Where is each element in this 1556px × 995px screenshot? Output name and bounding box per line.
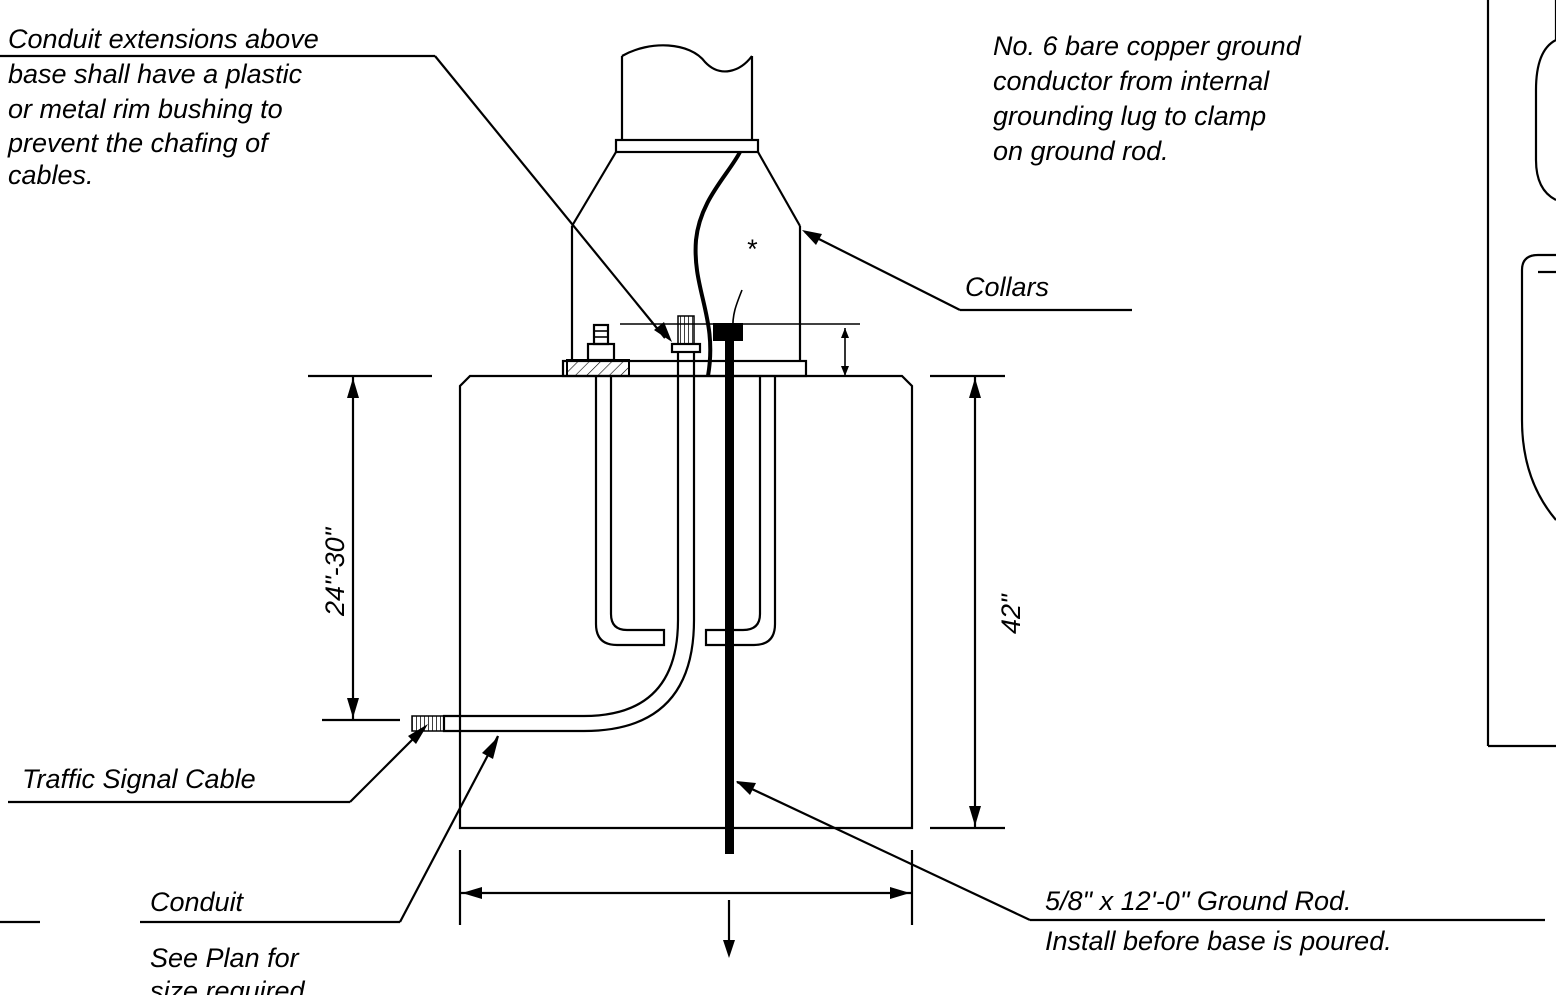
pole: [620, 44, 754, 140]
note-ground-conductor: No. 6 bare copper ground conductor from …: [993, 31, 1302, 166]
svg-text:Conduit extensions above: Conduit extensions above: [8, 24, 319, 54]
ground-conductor: [693, 151, 742, 377]
svg-text:grounding lug to clamp: grounding lug to clamp: [993, 101, 1266, 131]
dim-base-depth: [930, 374, 1005, 830]
leader-traffic-cable: [8, 724, 428, 804]
dim-anchor-depth: [308, 374, 432, 722]
anchor-rod-right: [704, 376, 777, 647]
label-traffic-signal-cable: Traffic Signal Cable: [22, 764, 256, 794]
svg-text:cables.: cables.: [8, 160, 94, 190]
concrete-base: [458, 374, 914, 830]
leader-ground-rod: [736, 781, 1545, 922]
asterisk-mark: *: [746, 234, 758, 264]
conduit: [442, 352, 696, 733]
leader-conduit: [0, 735, 499, 924]
label-ground-rod: 5/8" x 12'-0" Ground Rod.: [1045, 886, 1352, 916]
pole-collar-ring: [614, 138, 760, 154]
dim-extension: [620, 323, 860, 376]
label-see-plan-2: size required.: [150, 976, 312, 995]
rim-bushing: [670, 342, 702, 354]
collar-base: [561, 151, 808, 378]
svg-text:prevent the chafing of: prevent the chafing of: [7, 128, 270, 158]
dim-anchor-depth-label: 24"-30": [320, 526, 350, 617]
leader-conduit-extensions: [0, 54, 672, 342]
label-conduit: Conduit: [150, 887, 245, 917]
svg-text:on ground rod.: on ground rod.: [993, 136, 1169, 166]
ground-rod: [725, 341, 734, 854]
svg-text:No. 6 bare copper ground: No. 6 bare copper ground: [993, 31, 1302, 61]
dim-base-width: [458, 850, 914, 925]
ground-rod-clamp: [713, 323, 743, 341]
adjacent-detail-fragment: [1486, 0, 1556, 748]
svg-text:conductor from internal: conductor from internal: [993, 66, 1270, 96]
note-conduit-extensions: Conduit extensions above base shall have…: [7, 24, 319, 190]
anchor-bolt: [566, 323, 630, 377]
label-see-plan-1: See Plan for: [150, 943, 300, 973]
dim-base-depth-label: 42": [996, 593, 1026, 634]
svg-text:or metal rim bushing to: or metal rim bushing to: [8, 94, 283, 124]
svg-text:base shall have a plastic: base shall have a plastic: [8, 59, 303, 89]
conduit-cables: [677, 315, 695, 345]
leader-collars: [802, 230, 1132, 312]
anchor-rod-left: [594, 376, 666, 647]
cable-end: [411, 715, 445, 732]
label-collars: Collars: [965, 272, 1049, 302]
label-install-before: Install before base is poured.: [1045, 926, 1392, 956]
